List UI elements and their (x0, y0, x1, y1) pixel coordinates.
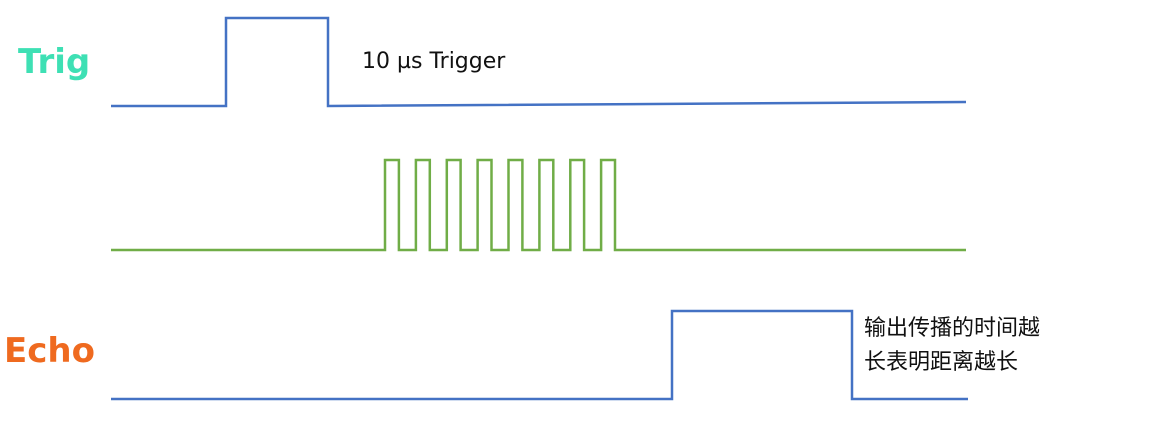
echo-annotation-line-1: 输出传播的时间越 (864, 316, 1041, 341)
echo-annotation-line-2: 长表明距离越长 (864, 350, 1019, 376)
echo-duration-annotation: 输出传播的时间越 长表明距离越长 (864, 312, 1040, 380)
trig-waveform (111, 16, 967, 108)
trigger-pulse-annotation: 10 µs Trigger (362, 49, 506, 74)
ultrasonic-burst-waveform (111, 158, 966, 252)
echo-waveform (111, 309, 968, 401)
echo-signal-label: Echo (4, 331, 95, 371)
trig-signal-label: Trig (18, 42, 91, 82)
